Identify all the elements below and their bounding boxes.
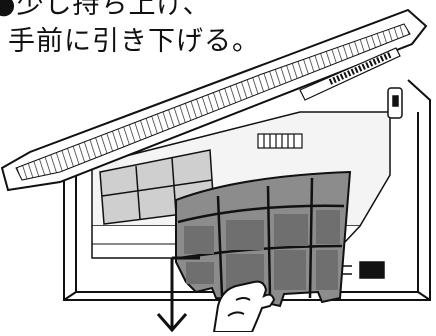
caption-line-2: 手前に引き下げる。 bbox=[8, 26, 260, 57]
hand-icon bbox=[212, 280, 276, 333]
air-filter bbox=[175, 170, 352, 308]
caption-line-1: ●少し持ち上げ、 bbox=[0, 0, 211, 20]
connector bbox=[257, 133, 303, 149]
front-panel-raised bbox=[0, 8, 428, 192]
down-arrow-icon bbox=[156, 256, 200, 333]
